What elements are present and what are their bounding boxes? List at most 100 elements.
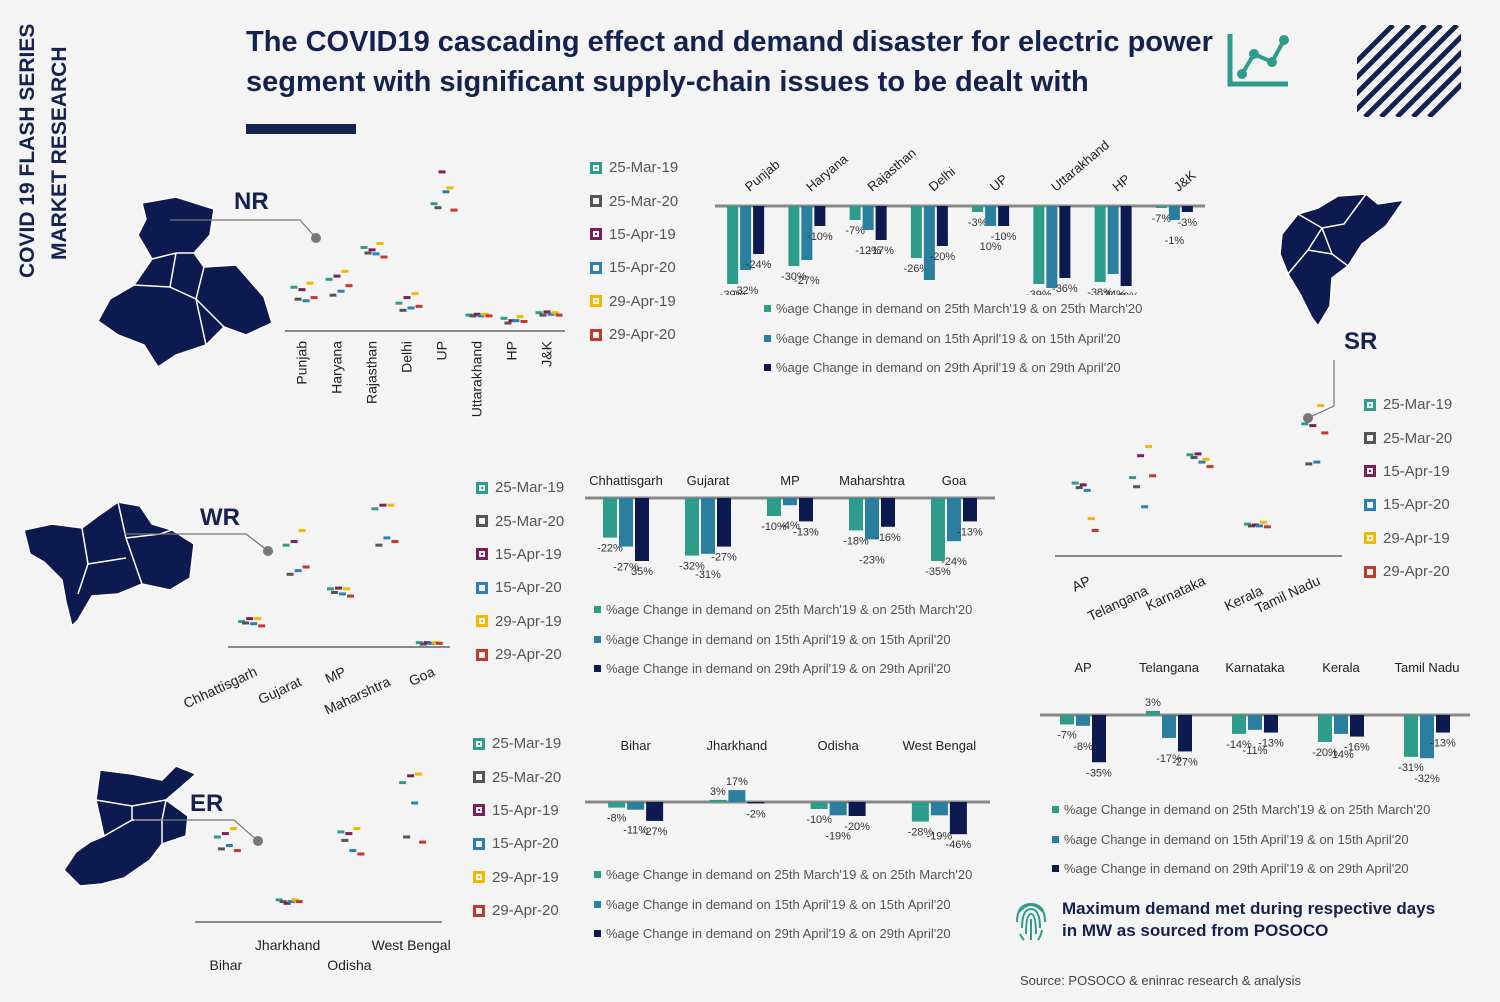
legend-swatch: [476, 615, 488, 628]
data-point: [1259, 520, 1267, 524]
category-label: Gujarat: [687, 473, 730, 488]
date-legend-item: 25-Mar-20: [476, 504, 564, 537]
data-point: [1202, 457, 1210, 461]
data-label: 10%: [980, 241, 1002, 253]
legend-label: 15-Apr-20: [1383, 496, 1450, 514]
series-swatch: [594, 665, 601, 673]
category-label: Haryana: [803, 151, 851, 195]
data-label: -7%: [845, 225, 865, 237]
category-label: West Bengal: [372, 937, 451, 953]
data-point: [333, 274, 341, 278]
series-swatch: [1052, 835, 1059, 843]
legend-label: 29-Apr-20: [492, 902, 559, 920]
legend-swatch: [1364, 398, 1376, 411]
data-point: [341, 838, 349, 842]
bar: [923, 206, 935, 280]
category-label: Punjab: [742, 157, 783, 195]
sr-series-legend: %age Change in demand on 25th March'19 &…: [1052, 795, 1430, 884]
series-swatch: [764, 364, 771, 372]
series-legend-label: %age Change in demand on 29th April'19 &…: [606, 661, 951, 677]
category-label: Bihar: [620, 738, 651, 753]
series-swatch: [594, 930, 601, 938]
data-point: [465, 313, 473, 317]
bar: [1033, 206, 1045, 284]
data-point: [383, 536, 391, 540]
data-point: [403, 296, 411, 300]
er-series-legend: %age Change in demand on 25th March'19 &…: [594, 860, 972, 949]
date-legend-item: 25-Mar-19: [476, 471, 564, 504]
series-legend-label: %age Change in demand on 15th April'19 &…: [776, 330, 1121, 346]
data-label: -20%: [844, 821, 870, 833]
series-legend-item: %age Change in demand on 25th March'19 &…: [764, 294, 1142, 324]
date-legend-item: 15-Apr-19: [1364, 455, 1452, 488]
series-swatch: [594, 871, 601, 879]
data-point: [450, 208, 458, 212]
data-point: [434, 206, 442, 210]
data-point: [372, 252, 380, 256]
data-label: 35%: [631, 566, 653, 578]
bar: [619, 498, 633, 547]
data-label: -35%: [1086, 767, 1112, 779]
data-label: -34%: [1100, 289, 1126, 295]
bar: [603, 498, 617, 538]
data-point: [415, 304, 423, 308]
legend-label: 15-Apr-19: [1383, 462, 1450, 480]
data-label: -30%: [781, 271, 807, 283]
data-point: [403, 835, 411, 839]
sr-pct-chart: AP-7%-8%-35%Telangana3%-17%-27%Karnataka…: [1040, 660, 1470, 785]
category-label: West Bengal: [903, 738, 977, 753]
legend-swatch: [476, 548, 488, 561]
data-point: [246, 617, 254, 621]
bar: [728, 790, 746, 802]
data-point: [376, 242, 384, 245]
legend-swatch: [473, 837, 485, 850]
bar: [1264, 715, 1278, 733]
data-point: [335, 586, 342, 590]
data-point: [411, 292, 419, 296]
data-point: [254, 617, 262, 621]
data-label: -8%: [1073, 741, 1093, 753]
date-legend-item: 15-Apr-20: [1364, 488, 1452, 521]
source-note: Source: POSOCO & eninrac research & anal…: [1020, 973, 1302, 988]
category-label: HP: [504, 341, 520, 360]
date-legend-item: 29-Apr-20: [473, 894, 561, 927]
date-legend-item: 25-Mar-19: [590, 151, 678, 184]
legend-label: 15-Apr-19: [495, 545, 562, 563]
bar: [1436, 715, 1450, 733]
er-pct-chart: Bihar-8%-11%-27%Jharkhand3%17%-2%Odisha-…: [585, 738, 990, 851]
category-label: Delhi: [399, 341, 415, 373]
data-point: [357, 852, 365, 856]
data-point: [1186, 453, 1194, 457]
data-label: -46%: [946, 839, 972, 851]
bar: [747, 802, 765, 804]
series-legend-label: %age Change in demand on 29th April'19 &…: [1064, 861, 1409, 877]
bar: [862, 206, 874, 230]
data-point: [555, 313, 563, 317]
bar: [865, 498, 879, 540]
series-legend-item: %age Change in demand on 29th April'19 &…: [594, 919, 972, 949]
data-label: -13%: [957, 526, 983, 538]
bar: [701, 498, 715, 554]
date-legend-item: 15-Apr-19: [473, 794, 561, 827]
nr-pct-chart: Punjab-39%-32%-24%Haryana-30%-27%-10%Raj…: [715, 137, 1205, 295]
bar: [998, 206, 1010, 226]
data-point: [349, 849, 357, 853]
bar: [1120, 206, 1132, 286]
nr-map-icon: [97, 196, 273, 369]
data-point: [500, 316, 508, 320]
date-legend-item: 29-Apr-20: [590, 318, 678, 351]
category-label: Tamil Nadu: [1394, 660, 1459, 675]
legend-swatch: [1364, 532, 1376, 545]
er-pointer: [134, 819, 263, 846]
data-point: [325, 277, 333, 281]
nr-label: NR: [234, 188, 269, 215]
series-swatch: [764, 305, 771, 313]
data-point: [419, 642, 427, 646]
data-point: [387, 503, 395, 507]
data-point: [327, 587, 334, 591]
legend-label: 15-Apr-20: [492, 835, 559, 853]
legend-swatch: [476, 515, 488, 528]
data-point: [1149, 474, 1157, 478]
series-legend-label: %age Change in demand on 25th March'19 &…: [776, 301, 1143, 317]
